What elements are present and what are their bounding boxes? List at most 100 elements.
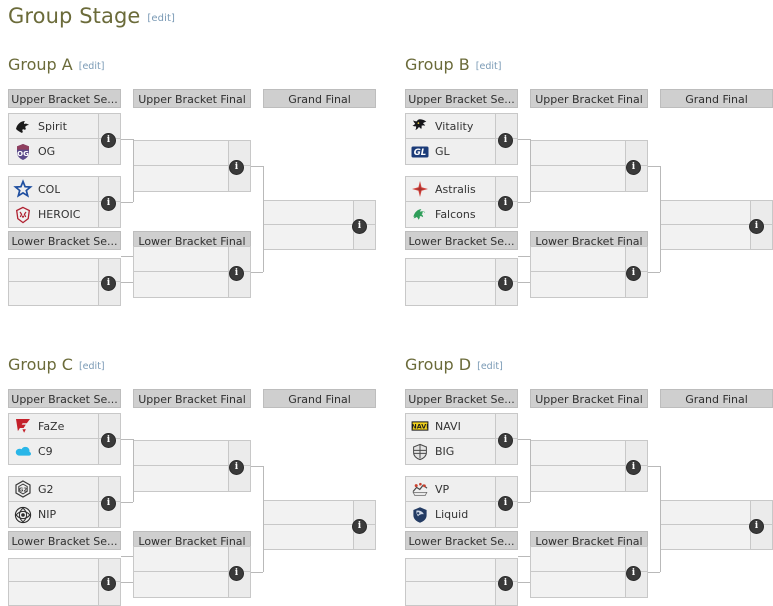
- match-score-cell: [495, 477, 517, 501]
- match-info-badge[interactable]: i: [749, 219, 764, 234]
- team-name: BIG: [435, 445, 455, 458]
- team-name: Liquid: [435, 508, 469, 521]
- bracket-connector: [660, 466, 661, 525]
- match-info-badge[interactable]: i: [229, 566, 244, 581]
- match-row[interactable]: [9, 259, 120, 282]
- match-score-cell: [495, 259, 517, 281]
- match-info-badge[interactable]: i: [498, 496, 513, 511]
- match-score-cell: [98, 414, 120, 438]
- group-title-text: Group A: [8, 55, 73, 74]
- match-info-badge[interactable]: i: [626, 460, 641, 475]
- round-header-lower-semi[interactable]: Lower Bracket Se...: [405, 231, 518, 250]
- group-edit-link[interactable]: [edit]: [475, 61, 502, 72]
- match-row[interactable]: [406, 259, 517, 282]
- bracket-connector: [121, 502, 133, 503]
- match-score-cell: [750, 201, 772, 224]
- round-header-lower-semi[interactable]: Lower Bracket Se...: [8, 231, 121, 250]
- match-row[interactable]: [9, 559, 120, 582]
- group-c: Group C[edit]Upper Bracket Se...Upper Br…: [0, 300, 397, 606]
- match-lower-semi[interactable]: [8, 558, 121, 606]
- match-score-cell: [353, 201, 375, 224]
- match-info-badge[interactable]: i: [498, 433, 513, 448]
- bracket-connector: [263, 166, 264, 225]
- match-info-badge[interactable]: i: [498, 276, 513, 291]
- bracket-connector: [518, 256, 530, 257]
- round-header-upper-final[interactable]: Upper Bracket Final: [530, 389, 648, 408]
- group-d: Group D[edit]Upper Bracket Se...Upper Br…: [397, 300, 773, 606]
- bracket-connector: [648, 466, 660, 467]
- match-upper-final[interactable]: [133, 440, 251, 492]
- round-header-upper-final[interactable]: Upper Bracket Final: [133, 89, 251, 108]
- match-info-badge[interactable]: i: [498, 133, 513, 148]
- group-title: Group B[edit]: [405, 55, 501, 74]
- match-grand-final[interactable]: [263, 200, 376, 250]
- bracket-connector: [121, 256, 133, 257]
- match-row[interactable]: VP: [406, 477, 517, 502]
- match-info-badge[interactable]: i: [101, 276, 116, 291]
- svg-text:G2: G2: [19, 487, 27, 493]
- match-upper-semi-1[interactable]: NAVI NAVI BIG: [405, 413, 518, 465]
- match-info-badge[interactable]: i: [749, 519, 764, 534]
- match-row[interactable]: Vitality: [406, 114, 517, 139]
- round-header-lower-semi[interactable]: Lower Bracket Se...: [405, 531, 518, 550]
- match-info-badge[interactable]: i: [498, 576, 513, 591]
- page-edit-link[interactable]: [edit]: [147, 13, 176, 24]
- match-score-cell: [228, 247, 250, 271]
- match-info-badge[interactable]: i: [352, 219, 367, 234]
- round-header-grand-final[interactable]: Grand Final: [263, 89, 376, 108]
- round-header-lower-semi[interactable]: Lower Bracket Se...: [8, 531, 121, 550]
- match-row[interactable]: COL: [9, 177, 120, 202]
- team-name: G2: [38, 482, 54, 496]
- match-row[interactable]: NAVI NAVI: [406, 414, 517, 439]
- match-info-badge[interactable]: i: [626, 566, 641, 581]
- team-name: NAVI: [435, 419, 461, 433]
- match-lower-final[interactable]: [133, 546, 251, 598]
- round-header-upper-final[interactable]: Upper Bracket Final: [133, 389, 251, 408]
- match-info-badge[interactable]: i: [498, 196, 513, 211]
- match-row[interactable]: [406, 559, 517, 582]
- round-header-upper-semi[interactable]: Upper Bracket Se...: [405, 89, 518, 108]
- match-row[interactable]: FaZe: [9, 414, 120, 439]
- match-row[interactable]: [661, 525, 772, 549]
- match-row[interactable]: Spirit: [9, 114, 120, 139]
- round-header-grand-final[interactable]: Grand Final: [263, 389, 376, 408]
- team-name: Falcons: [435, 208, 476, 221]
- match-info-badge[interactable]: i: [352, 519, 367, 534]
- match-info-badge[interactable]: i: [101, 433, 116, 448]
- match-upper-final[interactable]: [133, 140, 251, 192]
- round-header-upper-semi[interactable]: Upper Bracket Se...: [8, 89, 121, 108]
- round-header-upper-final[interactable]: Upper Bracket Final: [530, 89, 648, 108]
- match-row[interactable]: [531, 247, 647, 272]
- match-info-badge[interactable]: i: [101, 196, 116, 211]
- round-header-upper-semi[interactable]: Upper Bracket Se...: [405, 389, 518, 408]
- match-row[interactable]: Astralis: [406, 177, 517, 202]
- match-info-badge[interactable]: i: [626, 266, 641, 281]
- match-score-cell: [98, 477, 120, 501]
- match-row[interactable]: [134, 441, 250, 466]
- match-info-badge[interactable]: i: [101, 496, 116, 511]
- group-edit-link[interactable]: [edit]: [477, 361, 503, 372]
- bracket-connector: [121, 282, 133, 283]
- bracket-connector: [121, 202, 133, 203]
- group-edit-link[interactable]: [edit]: [78, 361, 105, 372]
- c9-logo: [12, 441, 34, 463]
- match-row[interactable]: [406, 282, 517, 305]
- match-row[interactable]: G2 G2: [9, 477, 120, 502]
- match-info-badge[interactable]: i: [229, 266, 244, 281]
- match-info-badge[interactable]: i: [101, 576, 116, 591]
- match-grand-final[interactable]: [660, 500, 773, 550]
- group-edit-link[interactable]: [edit]: [78, 61, 105, 72]
- round-header-grand-final[interactable]: Grand Final: [660, 89, 773, 108]
- match-score-cell: [228, 441, 250, 465]
- match-info-badge[interactable]: i: [626, 160, 641, 175]
- match-score-cell: [495, 414, 517, 438]
- match-row[interactable]: [661, 501, 772, 525]
- round-header-grand-final[interactable]: Grand Final: [660, 389, 773, 408]
- match-info-badge[interactable]: i: [101, 133, 116, 148]
- navi-logo: NAVI: [409, 415, 431, 437]
- round-header-upper-semi[interactable]: Upper Bracket Se...: [8, 389, 121, 408]
- bracket-connector: [648, 572, 660, 573]
- match-info-badge[interactable]: i: [229, 460, 244, 475]
- match-info-badge[interactable]: i: [229, 160, 244, 175]
